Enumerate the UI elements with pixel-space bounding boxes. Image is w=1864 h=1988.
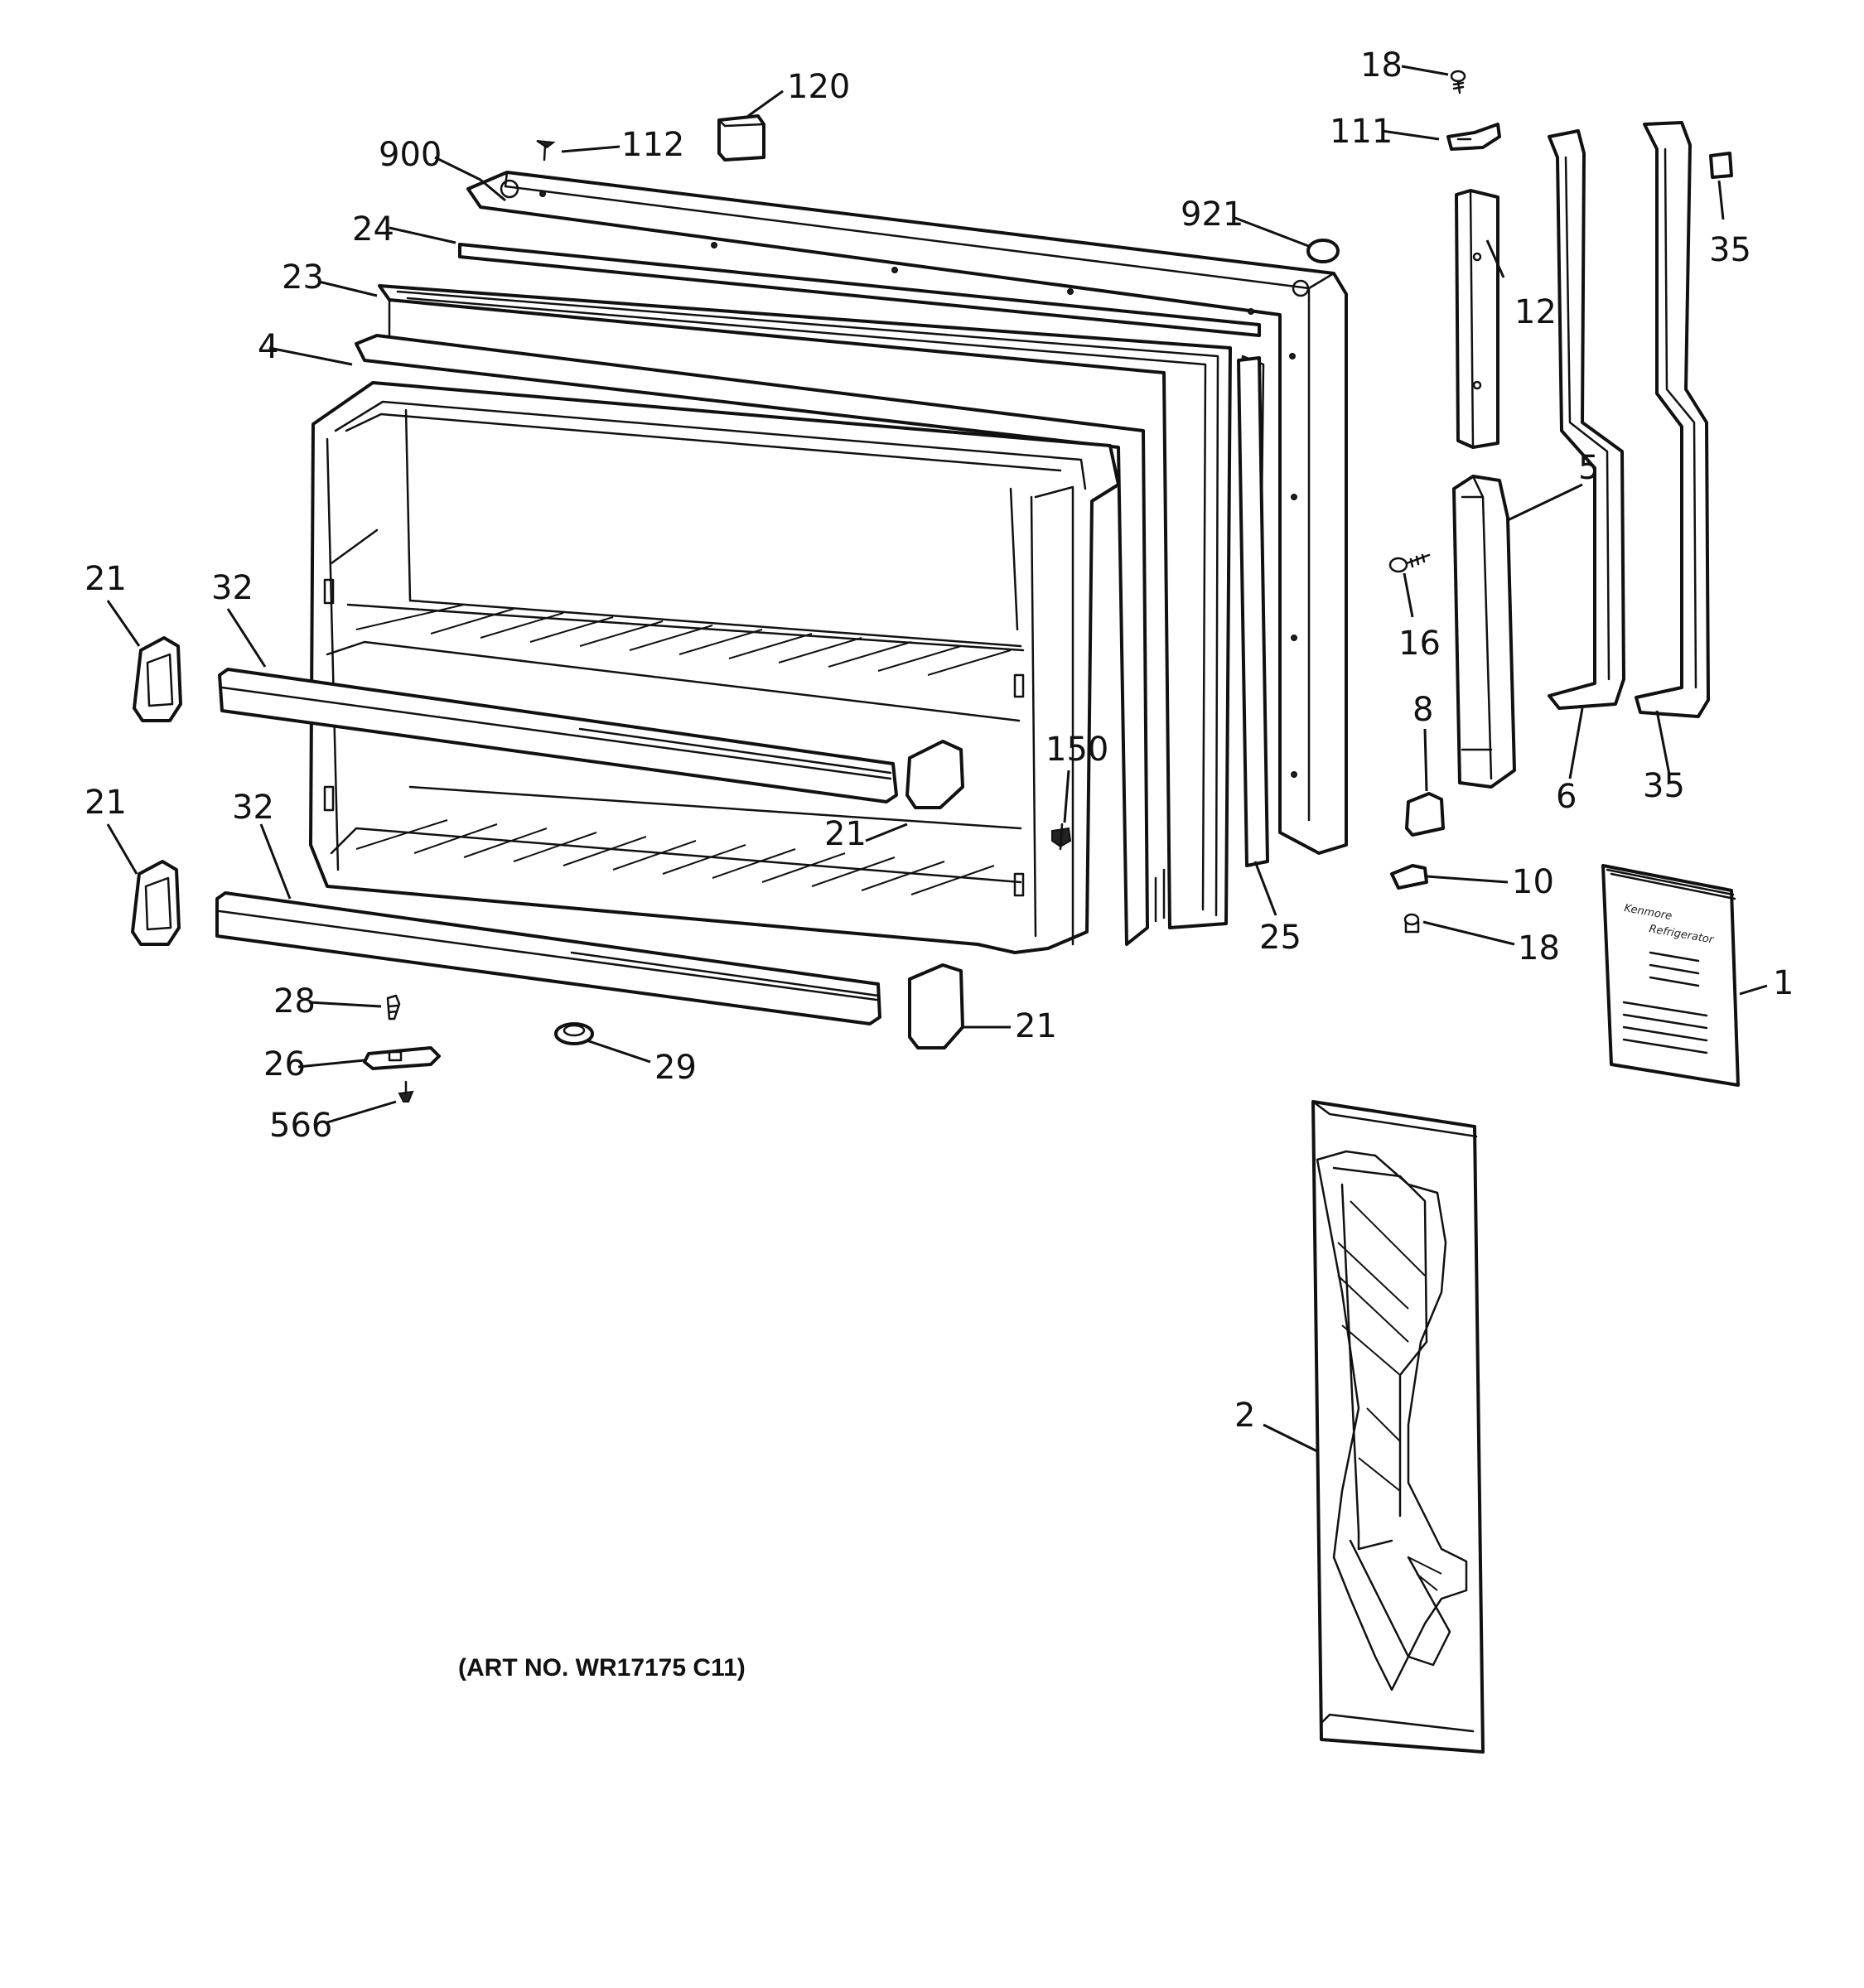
callout-35-bottom: 35 bbox=[1643, 767, 1685, 805]
door-liner bbox=[309, 381, 1120, 954]
hinge-cover-5 bbox=[1452, 475, 1516, 789]
callout-21-left-lower: 21 bbox=[85, 784, 127, 822]
screw-150 bbox=[1051, 823, 1072, 851]
shelf-rail-lower bbox=[215, 891, 881, 1025]
plate-26 bbox=[363, 1046, 441, 1070]
end-cap-right-lower bbox=[908, 963, 964, 1049]
callout-112: 112 bbox=[621, 126, 684, 164]
callout-8: 8 bbox=[1412, 691, 1433, 729]
end-cap-left-lower bbox=[131, 860, 181, 946]
screw-112 bbox=[536, 140, 556, 162]
door-gaskets bbox=[355, 243, 1269, 946]
bumper-29 bbox=[554, 1022, 594, 1045]
callout-28: 28 bbox=[273, 982, 316, 1021]
bracket-111 bbox=[1446, 123, 1501, 151]
callout-900: 900 bbox=[379, 136, 442, 174]
end-cap-left-upper bbox=[133, 636, 182, 722]
callout-16: 16 bbox=[1398, 625, 1441, 663]
plug-921 bbox=[1306, 239, 1340, 263]
callout-23: 23 bbox=[282, 258, 324, 297]
callout-2: 2 bbox=[1234, 1397, 1255, 1435]
callout-111: 111 bbox=[1330, 113, 1393, 151]
handle-6 bbox=[1548, 129, 1625, 710]
callout-10: 10 bbox=[1512, 863, 1554, 901]
screw-18-bottom bbox=[1403, 913, 1420, 934]
shelf-rail-upper bbox=[218, 668, 898, 803]
cap-35-top bbox=[1709, 152, 1733, 179]
callout-35-top: 35 bbox=[1709, 231, 1751, 269]
callout-18-top: 18 bbox=[1360, 46, 1403, 84]
callout-21-left-upper: 21 bbox=[85, 560, 127, 598]
callout-18-bottom: 18 bbox=[1518, 929, 1560, 967]
callout-32-upper: 32 bbox=[211, 569, 254, 607]
callout-120: 120 bbox=[787, 68, 850, 106]
callout-566: 566 bbox=[269, 1107, 332, 1145]
shelf-ribs-lower bbox=[355, 819, 995, 895]
shim-8 bbox=[1405, 792, 1445, 837]
door-outer-panel bbox=[466, 171, 1348, 855]
plate-10 bbox=[1390, 864, 1428, 890]
screw-28 bbox=[386, 994, 401, 1021]
art-number-label: (ART NO. WR17175 C11) bbox=[458, 1654, 746, 1682]
hinge-bar-12 bbox=[1455, 189, 1499, 449]
callout-6: 6 bbox=[1556, 778, 1577, 816]
shelf-ribs-upper bbox=[355, 604, 1012, 676]
callout-1: 1 bbox=[1773, 964, 1794, 1002]
callout-29: 29 bbox=[654, 1049, 697, 1087]
end-cap-right-upper bbox=[905, 740, 964, 809]
callout-25: 25 bbox=[1259, 919, 1301, 957]
callout-labels: 18 120 111 112 900 921 24 23 12 35 4 5 2… bbox=[85, 46, 1794, 1435]
pad-120 bbox=[717, 114, 765, 162]
callout-26: 26 bbox=[263, 1045, 306, 1083]
callout-150: 150 bbox=[1045, 731, 1108, 769]
callout-921: 921 bbox=[1181, 195, 1243, 234]
callout-21-right-upper: 21 bbox=[824, 815, 867, 853]
use-and-care-manual: Kenmore Refrigerator bbox=[1601, 864, 1740, 1087]
screw-16 bbox=[1388, 553, 1431, 573]
callout-4: 4 bbox=[258, 328, 278, 366]
shipping-assembly bbox=[1311, 1100, 1485, 1754]
callout-12: 12 bbox=[1514, 293, 1557, 331]
screw-566 bbox=[398, 1080, 414, 1103]
leader-lines bbox=[106, 65, 1768, 1453]
screw-18-top bbox=[1450, 70, 1466, 94]
callout-32-lower: 32 bbox=[232, 789, 274, 827]
callout-5: 5 bbox=[1578, 449, 1599, 487]
handle-35 bbox=[1635, 121, 1710, 718]
callout-24: 24 bbox=[352, 210, 394, 248]
callout-21-right-lower: 21 bbox=[1015, 1007, 1057, 1045]
